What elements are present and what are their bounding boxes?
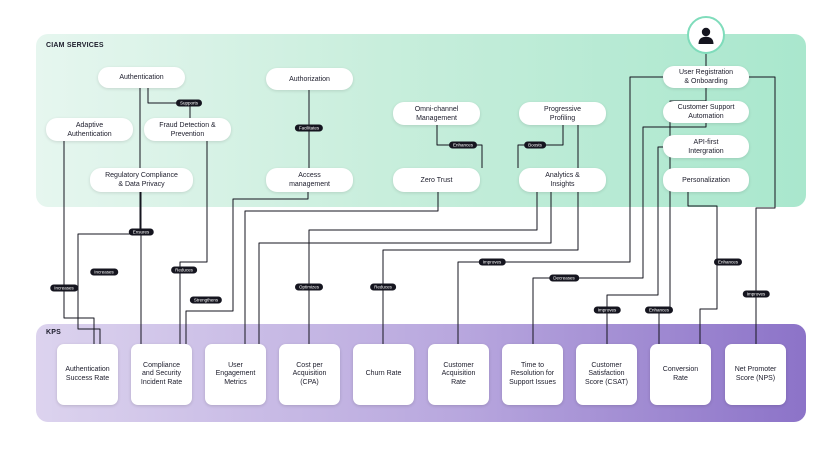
connector-supports <box>147 88 191 118</box>
service-adaptive-authentication: Adaptive Authentication <box>46 118 133 141</box>
service-access-management: Access management <box>266 168 353 192</box>
kpi-nps: Net Promoter Score (NPS) <box>725 344 786 405</box>
service-progressive-profiling: Progressive Profiling <box>519 102 606 125</box>
tag-optimizes: Optimizes <box>294 283 324 291</box>
kpi-time-to-resolution: Time to Resolution for Support Issues <box>502 344 563 405</box>
kpi-customer-acquisition-rate: Customer Acquisition Rate <box>428 344 489 405</box>
kpi-conversion-rate: Conversion Rate <box>650 344 711 405</box>
kpi-cost-per-acquisition: Cost per Acquisition (CPA) <box>279 344 340 405</box>
connector-analytics-cpa <box>308 192 538 344</box>
kpi-compliance-incident-rate: Compliance and Security Incident Rate <box>131 344 192 405</box>
connector-api-csat <box>606 146 666 344</box>
service-zero-trust: Zero Trust <box>393 168 480 192</box>
tag-boosts: Boosts <box>524 141 546 149</box>
connector-decreases <box>532 120 707 344</box>
kpi-churn-rate: Churn Rate <box>353 344 414 405</box>
tag-improves-nps: Improves <box>742 290 770 298</box>
service-user-registration: User Registration & Onboarding <box>663 66 749 88</box>
service-personalization: Personalization <box>663 168 749 192</box>
tag-reduces-churn: Reduces <box>370 283 396 291</box>
tag-improves-csat: Improves <box>593 306 621 314</box>
tag-reduces-fraud: Reduces <box>171 266 197 274</box>
tag-strengthens: Strengthens <box>189 296 223 304</box>
tag-supports: Supports <box>175 99 203 107</box>
kpi-csat: Customer Satisfaction Score (CSAT) <box>576 344 637 405</box>
service-fraud-detection: Fraud Detection & Prevention <box>144 118 231 141</box>
tag-enhances-omni: Enhances <box>448 141 478 149</box>
connector-strengthens <box>185 192 309 344</box>
tag-ensures: Ensures <box>128 228 154 236</box>
connector-reg-conversion <box>658 88 707 344</box>
connector-churn <box>382 125 579 344</box>
tag-increases-adaptive: Increases <box>50 284 78 292</box>
kpi-user-engagement: User Engagement Metrics <box>205 344 266 405</box>
tag-increases-auth: Increases <box>90 268 118 276</box>
service-authentication: Authentication <box>98 67 185 88</box>
kpi-authentication-success-rate: Authentication Success Rate <box>57 344 118 405</box>
ciam-services-label: CIAM SERVICES <box>46 42 104 49</box>
user-icon <box>698 27 714 44</box>
service-authorization: Authorization <box>266 68 353 90</box>
connector-pers-conversion <box>687 192 718 344</box>
connector-zerotrust <box>244 192 439 344</box>
service-analytics-insights: Analytics & Insights <box>519 168 606 192</box>
service-customer-support: Customer Support Automation <box>663 101 749 123</box>
connector-reg-acquisition <box>457 76 666 344</box>
user-avatar-icon <box>687 16 725 54</box>
tag-enhances-conversion: Enhances <box>644 306 674 314</box>
connector-auth-increases <box>77 88 141 344</box>
connector-adaptive-increases <box>63 141 95 344</box>
connector-reg-nps <box>748 76 776 344</box>
service-api-first: API-first Intergration <box>663 135 749 158</box>
service-regulatory-compliance: Regulatory Compliance & Data Privacy <box>90 168 193 192</box>
kps-label: KPS <box>46 329 61 336</box>
tag-decreases: Decreases <box>549 274 579 282</box>
tag-facilitates: Facilitates <box>294 124 324 132</box>
connector-analytics-engagement <box>258 192 552 344</box>
service-omni-channel: Omni-channel Management <box>393 102 480 125</box>
connector-fraud-reduces <box>179 141 208 344</box>
tag-enhances-personalization: Enhances <box>713 258 743 266</box>
tag-improves-acquisition: Improves <box>478 258 506 266</box>
